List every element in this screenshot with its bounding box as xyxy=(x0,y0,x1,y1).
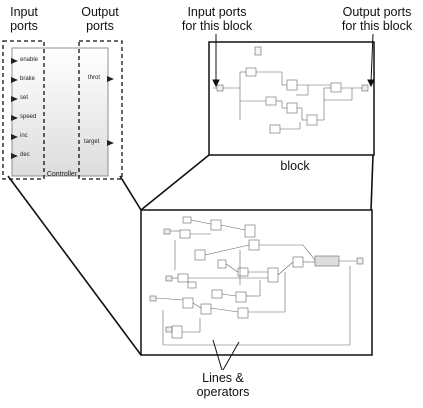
controller-input-inc: inc xyxy=(20,133,28,139)
port-arrow-enable xyxy=(11,58,18,64)
block-detail-contents xyxy=(213,46,369,134)
port-arrow-inc xyxy=(11,134,18,140)
port-arrow-brake xyxy=(11,77,18,83)
output-ports-callout: Output ports xyxy=(76,5,124,33)
lines-operators-callout-line2: operators xyxy=(196,385,250,399)
lines-operators-callout-line1: Lines & xyxy=(202,371,244,385)
output-ports-dashed-box xyxy=(78,40,123,180)
output-ports-callout-line1: Output xyxy=(81,5,119,19)
block-detail-frame xyxy=(208,41,375,156)
block-caption-label: block xyxy=(280,159,310,173)
controller-input-dec: dec xyxy=(20,152,30,158)
output-ports-block-callout-line1: Output ports xyxy=(342,5,412,19)
controller-internal-contents xyxy=(149,216,364,346)
port-arrow-speed xyxy=(11,115,18,121)
controller-name: Controller xyxy=(46,171,78,178)
lines-operators-callout: Lines & operators xyxy=(188,371,258,399)
controller-block[interactable] xyxy=(11,47,109,177)
input-ports-dashed-box xyxy=(2,40,45,180)
port-arrow-set xyxy=(11,96,18,102)
port-arrow-dec xyxy=(11,153,18,159)
controller-output-arrows xyxy=(107,76,114,146)
zoom-lines xyxy=(7,154,374,356)
block-port-arrows xyxy=(212,33,375,88)
input-ports-block-callout: Input ports for this block xyxy=(176,5,258,33)
controller-internal-frame xyxy=(140,209,373,356)
output-ports-callout-line2: ports xyxy=(86,19,114,33)
controller-input-brake: brake xyxy=(20,76,36,82)
port-arrow-target xyxy=(107,140,114,146)
port-arrow-throt xyxy=(107,76,114,82)
input-ports-block-callout-line1: Input ports xyxy=(187,5,247,19)
output-ports-block-callout: Output ports for this block xyxy=(335,5,419,33)
input-ports-callout: Input ports xyxy=(2,5,46,33)
controller-input-set: set xyxy=(20,95,29,101)
lines-operators-arrows xyxy=(212,339,240,371)
controller-output-throt: throt xyxy=(88,75,101,81)
output-ports-block-callout-line2: for this block xyxy=(341,19,413,33)
input-ports-callout-line2: ports xyxy=(10,19,38,33)
controller-input-arrows xyxy=(11,58,18,159)
input-ports-callout-line1: Input xyxy=(10,5,38,19)
controller-input-speed: speed xyxy=(20,114,37,120)
controller-input-enable: enable xyxy=(20,57,39,63)
input-ports-block-callout-line2: for this block xyxy=(181,19,253,33)
controller-output-target: target xyxy=(84,139,100,145)
